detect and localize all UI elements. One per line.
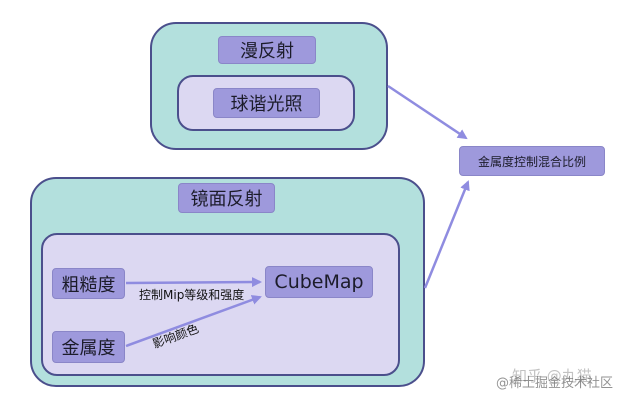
specular-to-blend-arrow — [423, 180, 470, 289]
zhihu-watermark: 知乎 @丸猫 — [512, 367, 592, 385]
diffuse-title-node: 漫反射 — [218, 36, 316, 64]
blend-ratio-node: 金属度控制混合比例 — [459, 146, 605, 176]
cubemap-node: CubeMap — [265, 266, 373, 298]
roughness-node: 粗糙度 — [52, 268, 125, 299]
juejin-watermark: @稀土掘金技术社区 — [496, 376, 614, 391]
diffuse-to-blend-arrow — [387, 84, 468, 140]
spherical-harmonics-node: 球谐光照 — [213, 88, 320, 118]
metalness-to-cubemap-arrow — [125, 295, 262, 348]
roughness-edge-label: 控制Mip等级和强度 — [139, 288, 245, 302]
metalness-node: 金属度 — [52, 331, 125, 363]
roughness-to-cubemap-arrow — [125, 277, 262, 288]
specular-inner-panel — [41, 233, 400, 376]
specular-title-node: 镜面反射 — [178, 183, 275, 213]
